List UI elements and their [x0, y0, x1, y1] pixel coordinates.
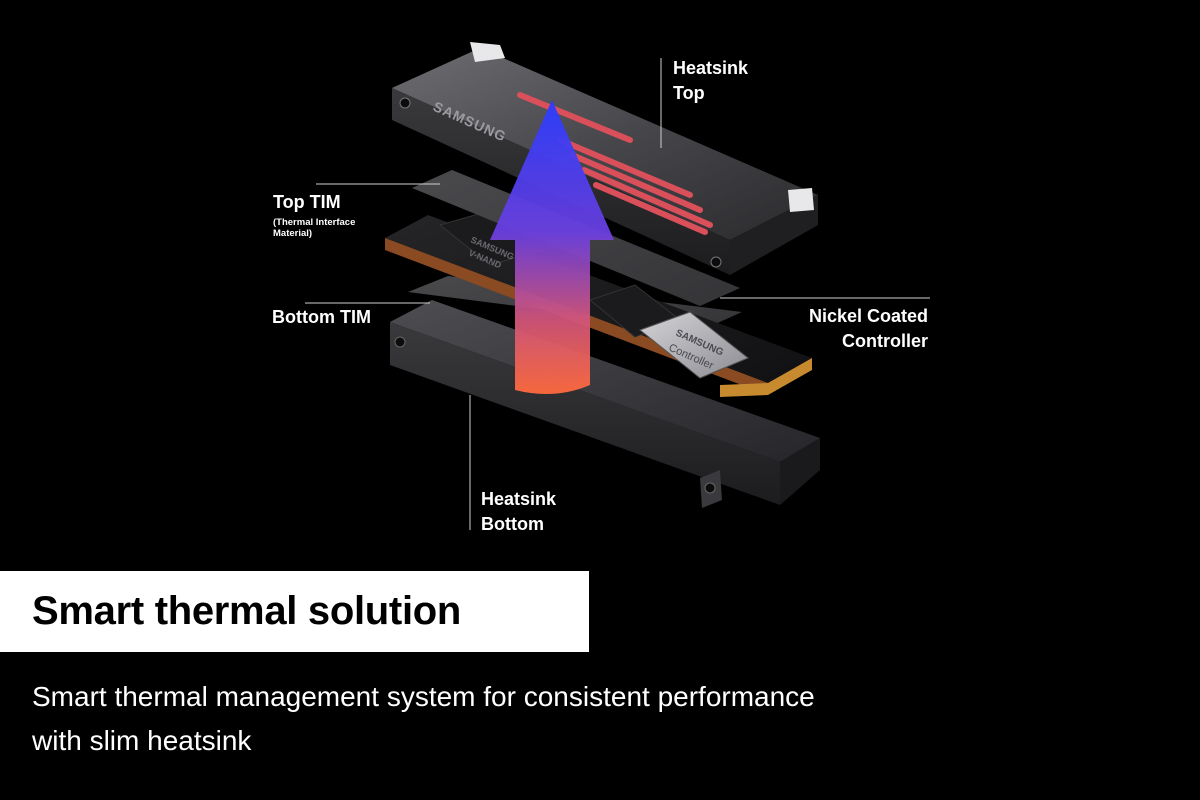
label-heatsink-bottom-line2: Bottom — [481, 514, 544, 534]
label-top-tim-main: Top TIM — [273, 192, 341, 212]
label-nickel-line1: Nickel Coated — [808, 306, 928, 326]
heatsink-top-clip — [788, 188, 814, 212]
label-heatsink-bottom-line1: Heatsink — [481, 489, 557, 509]
label-heatsink-bottom: Heatsink Bottom — [481, 487, 556, 537]
subtitle-line2: with slim heatsink — [32, 725, 252, 756]
heatsink-bottom-wall-end — [780, 438, 820, 505]
nickel-coated-controller — [638, 311, 749, 379]
label-heatsink-top-line1: Heatsink — [673, 58, 749, 78]
title-banner: Smart thermal solution — [0, 571, 589, 652]
exploded-ssd-diagram: SAMSUNG V-NAND SAMSUNG Controller SAMSUN… — [305, 42, 930, 530]
label-top-tim: Top TIM (Thermal Interface Material) — [273, 190, 355, 239]
screw-hole — [710, 256, 722, 268]
page-title: Smart thermal solution — [32, 589, 462, 633]
label-bottom-tim-text: Bottom TIM — [272, 307, 371, 327]
screw-hole — [394, 336, 406, 348]
label-top-tim-note-line1: (Thermal Interface — [273, 217, 356, 228]
heatsink-bottom-plate — [390, 300, 820, 462]
label-heatsink-top: Heatsink Top — [673, 56, 748, 106]
leader-lines — [305, 58, 930, 530]
heatsink-fins — [517, 92, 713, 235]
heatsink-top-face — [392, 48, 818, 240]
screw-hole — [399, 97, 411, 109]
screw-hole — [704, 482, 716, 494]
label-bottom-tim: Bottom TIM — [272, 305, 371, 330]
label-top-tim-note-line2: Material) — [273, 228, 313, 239]
heatsink-bottom — [390, 300, 820, 508]
heatsink-top-clip — [470, 42, 505, 62]
heatsink-bottom-wall-front — [390, 322, 780, 505]
label-nickel-coated-controller: Nickel Coated Controller — [809, 304, 928, 354]
heat-flow-arrow — [490, 100, 614, 394]
pcb-connector — [720, 358, 812, 397]
label-nickel-line2: Controller — [841, 331, 928, 351]
label-heatsink-top-line2: Top — [673, 83, 705, 103]
subtitle-line1: Smart thermal management system for cons… — [32, 681, 815, 712]
subtitle: Smart thermal management system for cons… — [32, 675, 1132, 763]
heatsink-top-end — [730, 195, 818, 275]
